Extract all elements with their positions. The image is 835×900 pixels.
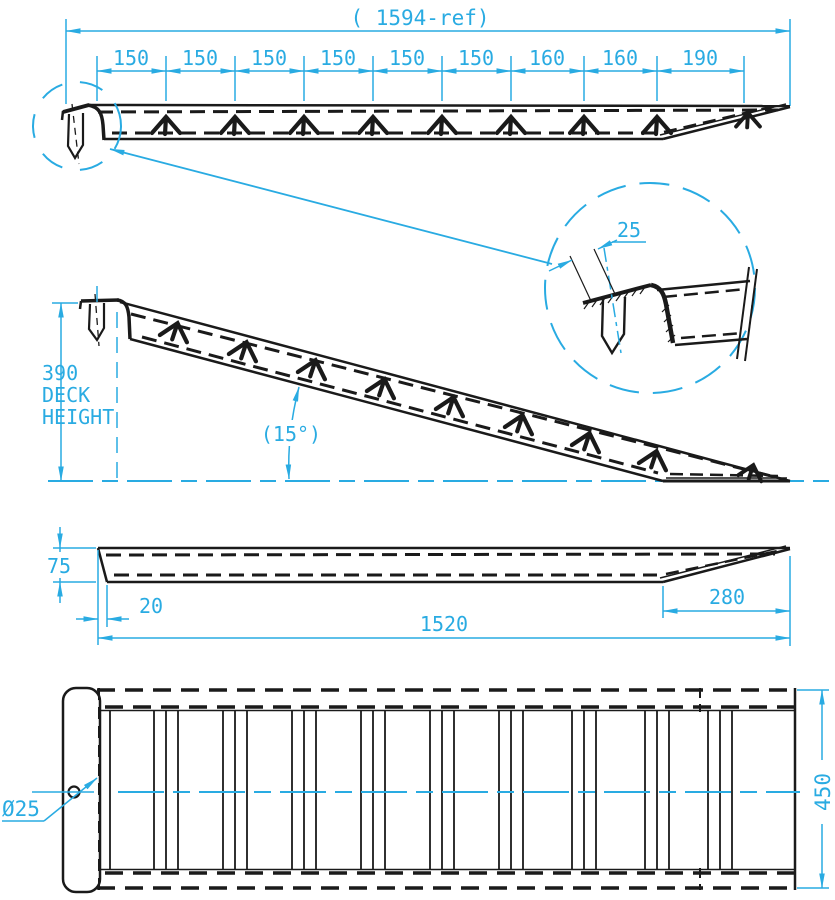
overall-length-text: ( 1594-ref) — [350, 6, 489, 30]
spacing-text-5: 150 — [389, 46, 425, 70]
lip-width-dimension: 25 — [548, 218, 646, 302]
overall-width-text: 450 — [811, 773, 835, 811]
spacing-text-7: 160 — [529, 46, 565, 70]
overall-width-dimension: 450 — [797, 689, 835, 889]
spacing-text-2: 150 — [182, 46, 218, 70]
lip-width-text: 25 — [617, 218, 641, 242]
deck-height-value: 390 — [42, 361, 78, 385]
taper-length-dimension: 280 — [662, 556, 791, 646]
detail-boundary-circle — [544, 182, 756, 394]
toe-offset-text: 20 — [139, 594, 163, 618]
deck-height-dimension: 390 DECK HEIGHT — [42, 302, 118, 482]
hole-diameter-dimension: Ø25 — [2, 777, 98, 822]
view-flat-elevation: 75 20 280 1520 — [43, 527, 791, 646]
hook-pin-profile — [66, 103, 85, 165]
hook-pin-profile-inclined — [87, 286, 106, 347]
taper-length-text: 280 — [709, 585, 745, 609]
spacing-text-6: 150 — [458, 46, 494, 70]
plan-body — [97, 688, 800, 890]
detail-view-hook: 25 — [544, 182, 758, 394]
spacing-text-9: 190 — [682, 46, 718, 70]
ramp-angle-dimension: (15°) — [261, 386, 321, 480]
deck-height-label-1: DECK — [42, 383, 90, 407]
cleat-spacing-dimensions: 150 150 150 150 150 150 160 160 190 — [96, 46, 745, 103]
spacing-text-1: 150 — [113, 46, 149, 70]
flat-length-dimension: 1520 — [97, 612, 791, 641]
ramp-profile-flat — [96, 545, 791, 584]
deck-height-label-2: HEIGHT — [42, 405, 114, 429]
overall-length-dimension: ( 1594-ref) — [65, 6, 791, 106]
toe-offset-dimension: 20 — [76, 550, 163, 645]
profile-height-dimension: 75 — [43, 527, 96, 603]
ramp-profile-inclined — [78, 286, 791, 484]
detail-pin — [600, 296, 627, 356]
profile-height-text: 75 — [47, 554, 71, 578]
view-inclined-elevation: 390 DECK HEIGHT (15°) — [42, 286, 833, 484]
cross-members — [153, 710, 733, 870]
view-plan: Ø25 450 — [2, 686, 835, 894]
spacing-text-8: 160 — [602, 46, 638, 70]
spacing-text-4: 150 — [320, 46, 356, 70]
detail-callout — [32, 81, 553, 265]
view-side-elevation: ( 1594-ref) 150 150 150 150 — [32, 6, 791, 265]
ramp-angle-text: (15°) — [261, 422, 321, 446]
detail-hook-section — [582, 247, 758, 362]
flat-length-text: 1520 — [420, 612, 468, 636]
hole-diameter-text: Ø25 — [2, 797, 40, 821]
spacing-text-3: 150 — [251, 46, 287, 70]
ramp-profile-horizontal — [60, 103, 791, 165]
